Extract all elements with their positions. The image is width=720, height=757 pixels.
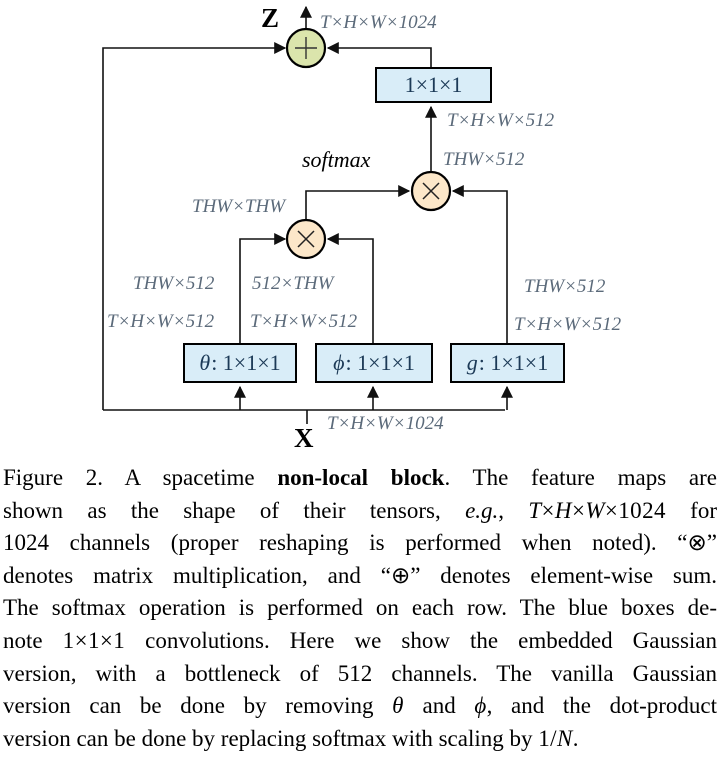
conv-box-label: : 1×1×1 [345, 350, 415, 375]
tensor-shape-g-reshaped: THW×512 [524, 276, 606, 297]
caption-line: Figure 2. A spacetime non-local block. T… [3, 465, 717, 490]
tensor-shape-theta-reshaped: THW×512 [133, 273, 215, 294]
plus-icon [295, 37, 317, 59]
tensor-shape-attention: THW×THW [192, 196, 286, 217]
g-to-matmul-arrow [451, 185, 508, 343]
theta-symbol: θ [199, 350, 211, 375]
conv-box-output: 1×1×1 [375, 67, 492, 103]
conv-box-label: : 1×1×1 [211, 350, 281, 375]
nonlocal-block-diagram: Z X T×H×W×1024 T×H×W×512 THW×512 softmax… [102, 3, 622, 453]
tensor-shape-before-matmul: THW×512 [443, 149, 525, 170]
tensor-shape-after-conv: T×H×W×512 [447, 110, 555, 131]
caption-line: The softmax operation is performed on ea… [3, 595, 717, 621]
matmul-node-lower [285, 218, 327, 260]
caption-line: note 1×1×1 convolutions. Here we show th… [3, 627, 718, 653]
elementwise-sum-node [285, 27, 327, 69]
caption-line: denotes matrix multiplication, and “⊕” d… [3, 562, 717, 588]
output-z-label: Z [261, 3, 280, 33]
tensor-shape-phi-out: T×H×W×512 [250, 311, 358, 332]
tensor-shape-output: T×H×W×1024 [320, 12, 437, 33]
caption-line: version can be done by replacing softmax… [3, 725, 579, 751]
conv-box-theta: θ: 1×1×1 [183, 343, 297, 383]
input-x-label: X [294, 423, 314, 453]
conv-to-sum-arrow [326, 42, 432, 67]
tensor-shape-theta-out: T×H×W×512 [107, 311, 215, 332]
tensor-shape-input: T×H×W×1024 [327, 413, 444, 434]
conv-box-label: : 1×1×1 [478, 350, 549, 375]
caption-line: 1024 channels (proper reshaping is perfo… [3, 530, 717, 556]
figure-caption: Figure 2. A spacetime non-local block. T… [0, 462, 720, 755]
phi-symbol: ϕ [333, 350, 345, 375]
caption-line: shown as the shape of their tensors, e.g… [3, 497, 718, 523]
phi-to-matmul-arrow [326, 233, 374, 343]
caption-line: version can be done by removing θ and ϕ,… [3, 693, 717, 719]
conv-box-phi: ϕ: 1×1×1 [315, 343, 433, 383]
tensor-shape-phi-reshaped: 512×THW [252, 273, 334, 294]
tensor-shape-g-out: T×H×W×512 [514, 314, 622, 335]
residual-connection-line [102, 42, 287, 410]
conv-box-g: g: 1×1×1 [450, 343, 565, 383]
conv-box-label: 1×1×1 [404, 72, 463, 97]
softmax-label: softmax [302, 147, 371, 172]
diagram-wires [102, 5, 513, 424]
theta-to-matmul-arrow [239, 233, 287, 343]
softmax-to-matmul-arrow [305, 185, 411, 220]
g-symbol: g [466, 350, 478, 375]
multiply-icon [297, 230, 315, 248]
multiply-icon [422, 182, 440, 200]
matmul-node-upper [410, 170, 452, 212]
caption-line: version, with a bottleneck of 512 channe… [3, 660, 717, 686]
